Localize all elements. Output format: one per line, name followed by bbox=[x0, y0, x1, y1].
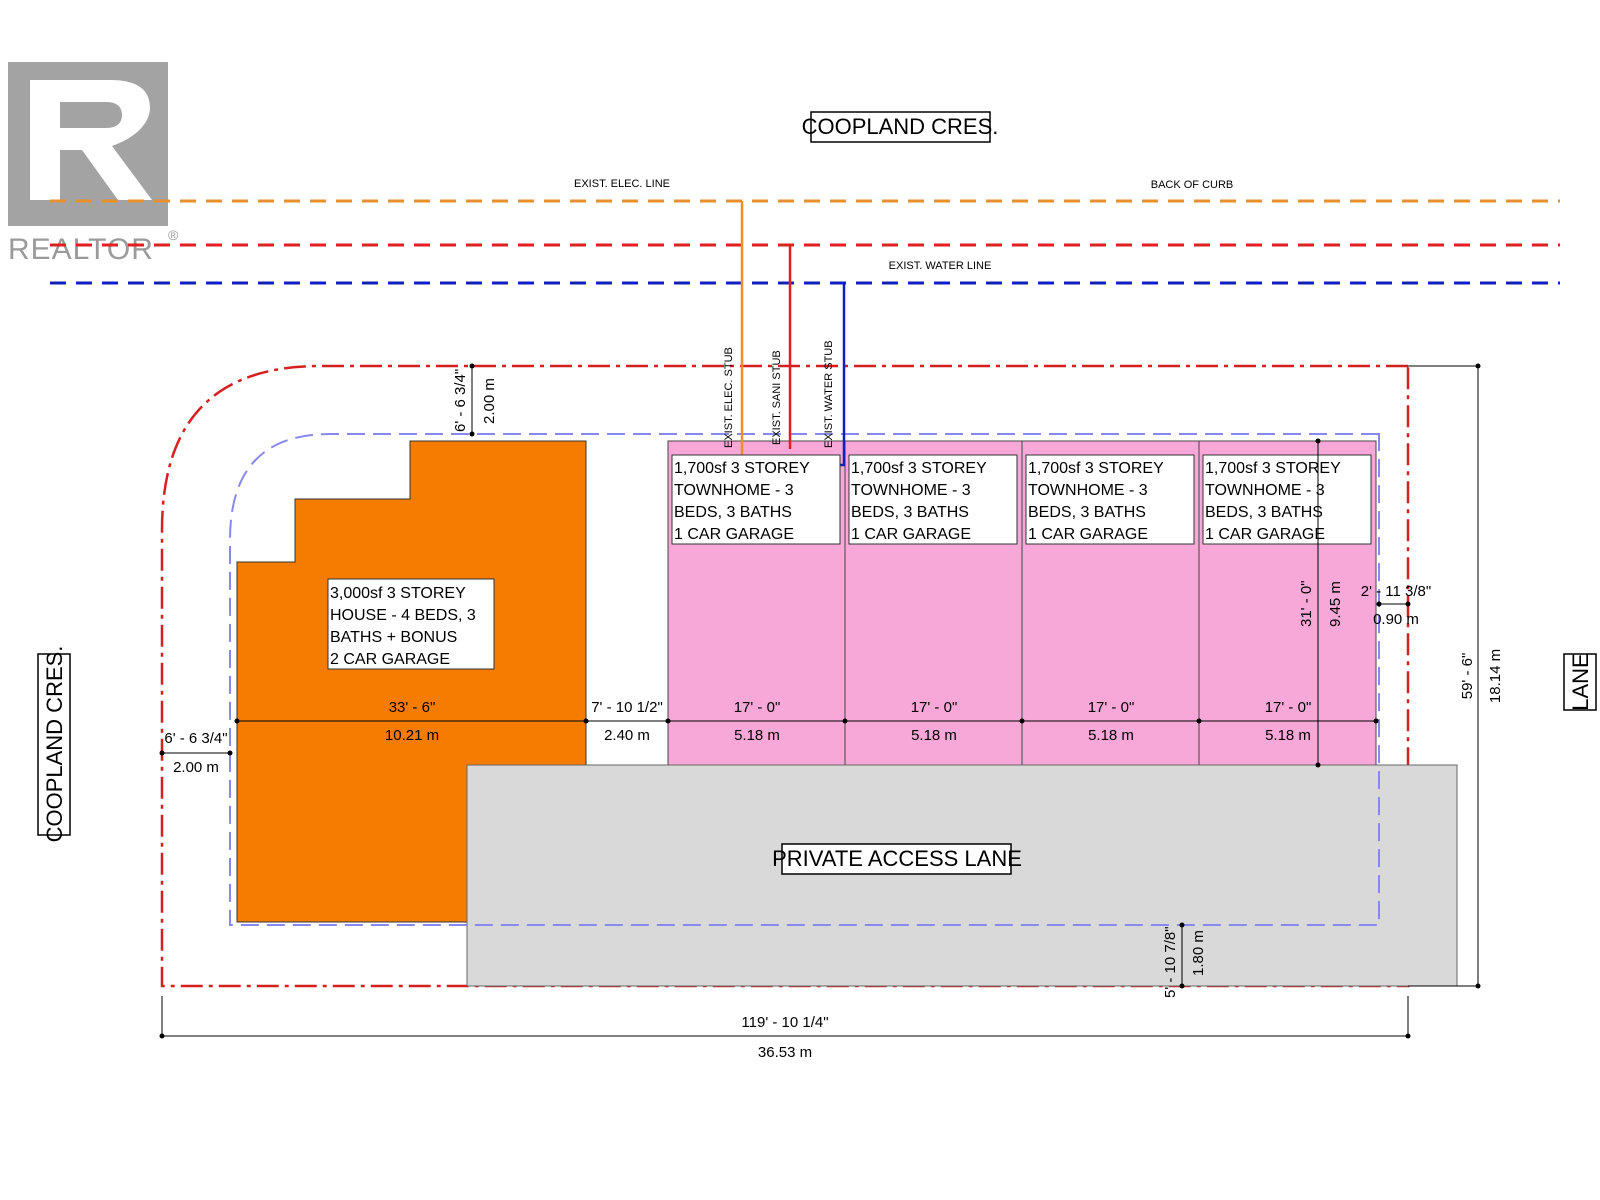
townhome-info-frame bbox=[671, 454, 841, 545]
elec-stub-label: EXIST. ELEC. STUB bbox=[723, 347, 735, 448]
top-setback-tick bbox=[469, 363, 475, 369]
house-width-metric: 10.21 m bbox=[385, 727, 439, 744]
left-setback-tick bbox=[159, 750, 165, 756]
unit-3-width-metric: 5.18 m bbox=[1088, 727, 1134, 744]
townhome-info-line-4: 1 CAR GARAGE bbox=[1028, 526, 1148, 543]
townhome-info-line-1: 1,700sf 3 STOREY bbox=[851, 460, 987, 477]
street-top-frame bbox=[810, 111, 991, 143]
realtor-logo: REALTOR ® bbox=[8, 62, 179, 266]
realtor-logo-text: REALTOR bbox=[8, 233, 154, 266]
private-lane-frame bbox=[781, 843, 1012, 875]
street-top-label: COOPLAND CRES. bbox=[802, 114, 999, 139]
townhome-info-line-3: BEDS, 3 BATHS bbox=[674, 504, 792, 521]
rear-setback-tick bbox=[1179, 922, 1185, 928]
house-info-line-2: HOUSE - 4 BEDS, 3 bbox=[330, 607, 476, 624]
townhome-info-line-1: 1,700sf 3 STOREY bbox=[674, 460, 810, 477]
side-setback-tick bbox=[1376, 601, 1382, 607]
townhome-info-line-4: 1 CAR GARAGE bbox=[1205, 526, 1325, 543]
unit-1-width-imperial: 17' - 0" bbox=[734, 699, 781, 716]
lot-width-tick bbox=[1405, 1033, 1411, 1039]
lot-depth-tick bbox=[1475, 363, 1481, 369]
elec-line-label: EXIST. ELEC. LINE bbox=[574, 178, 670, 190]
townhome-info-line-4: 1 CAR GARAGE bbox=[851, 526, 971, 543]
gap-imperial: 7' - 10 1/2" bbox=[591, 699, 663, 716]
left-setback-imperial: 6' - 6 3/4" bbox=[164, 730, 227, 747]
townhome-info-line-2: TOWNHOME - 3 bbox=[674, 482, 794, 499]
unit-2-width-imperial: 17' - 0" bbox=[911, 699, 958, 716]
townhome-info-line-1: 1,700sf 3 STOREY bbox=[1028, 460, 1164, 477]
unit-depth-tick bbox=[1315, 438, 1321, 444]
street-right-label: LANE bbox=[1568, 653, 1593, 710]
gap-metric: 2.40 m bbox=[604, 727, 650, 744]
unit-4-width-imperial: 17' - 0" bbox=[1265, 699, 1312, 716]
lot-width-tick bbox=[159, 1033, 165, 1039]
house-info-line-4: 2 CAR GARAGE bbox=[330, 651, 450, 668]
unit-4-width-metric: 5.18 m bbox=[1265, 727, 1311, 744]
sani-stub-label: EXIST. SANI STUB bbox=[771, 350, 783, 445]
unit-depth-metric: 9.45 m bbox=[1327, 581, 1344, 627]
townhome-info-line-2: TOWNHOME - 3 bbox=[1205, 482, 1325, 499]
unit-3-width-imperial: 17' - 0" bbox=[1088, 699, 1135, 716]
townhome-info-frame bbox=[848, 454, 1018, 545]
house-info-box: 3,000sf 3 STOREY HOUSE - 4 BEDS, 3 BATHS… bbox=[327, 578, 495, 670]
side-setback-tick bbox=[1405, 601, 1411, 607]
top-setback-tick bbox=[469, 431, 475, 437]
townhome-info-line-3: BEDS, 3 BATHS bbox=[1205, 504, 1323, 521]
realtor-logo-r-glyph bbox=[30, 80, 152, 200]
townhome-info-frame bbox=[1202, 454, 1372, 545]
side-setback-imperial: 2' - 11 3/8" bbox=[1361, 583, 1431, 600]
house-info-frame bbox=[327, 578, 495, 670]
back-of-curb-label: BACK OF CURB bbox=[1151, 179, 1234, 191]
house-width-imperial: 33' - 6" bbox=[389, 699, 436, 716]
townhome-info-frame bbox=[1025, 454, 1195, 545]
top-setback-imperial: 6' - 6 3/4" bbox=[452, 369, 469, 432]
lot-depth-metric: 18.14 m bbox=[1487, 649, 1504, 703]
house-info-line-1: 3,000sf 3 STOREY bbox=[330, 585, 466, 602]
townhome-info-box-3: 1,700sf 3 STOREY TOWNHOME - 3 BEDS, 3 BA… bbox=[1025, 454, 1195, 545]
townhome-info-line-2: TOWNHOME - 3 bbox=[1028, 482, 1148, 499]
realtor-logo-mark: ® bbox=[168, 227, 179, 243]
townhome-info-line-1: 1,700sf 3 STOREY bbox=[1205, 460, 1341, 477]
setback-line bbox=[229, 433, 1380, 926]
water-stub-line bbox=[836, 283, 846, 467]
townhome-info-line-4: 1 CAR GARAGE bbox=[674, 526, 794, 543]
unit-2-width-metric: 5.18 m bbox=[911, 727, 957, 744]
lot-depth-tick bbox=[1475, 983, 1481, 989]
private-lane-area bbox=[466, 764, 1458, 987]
street-left-frame bbox=[37, 653, 71, 836]
townhome-info-line-3: BEDS, 3 BATHS bbox=[851, 504, 969, 521]
unit-depth-imperial: 31' - 0" bbox=[1298, 580, 1315, 627]
townhome-info-box-1: 1,700sf 3 STOREY TOWNHOME - 3 BEDS, 3 BA… bbox=[671, 454, 841, 545]
townhome-info-line-2: TOWNHOME - 3 bbox=[851, 482, 971, 499]
street-right-frame bbox=[1563, 653, 1597, 711]
street-left-label: COOPLAND CRES. bbox=[42, 646, 67, 843]
lot-width-metric: 36.53 m bbox=[758, 1044, 812, 1061]
rear-setback-metric: 1.80 m bbox=[1190, 930, 1207, 976]
house-info-line-3: BATHS + BONUS bbox=[330, 629, 457, 646]
water-line-label: EXIST. WATER LINE bbox=[889, 260, 992, 272]
house-footprint bbox=[236, 440, 587, 923]
private-lane-label: PRIVATE ACCESS LANE bbox=[772, 846, 1022, 871]
townhome-info-line-3: BEDS, 3 BATHS bbox=[1028, 504, 1146, 521]
left-setback-metric: 2.00 m bbox=[173, 759, 219, 776]
dimension-ticks bbox=[234, 718, 1379, 724]
lot-depth-imperial: 59' - 6" bbox=[1459, 653, 1476, 700]
water-stub-label: EXIST. WATER STUB bbox=[823, 340, 835, 448]
left-setback-tick bbox=[227, 750, 233, 756]
unit-1-width-metric: 5.18 m bbox=[734, 727, 780, 744]
townhome-info-box-2: 1,700sf 3 STOREY TOWNHOME - 3 BEDS, 3 BA… bbox=[848, 454, 1018, 545]
rear-setback-imperial: 5' - 10 7/8" bbox=[1162, 926, 1179, 998]
unit-depth-tick bbox=[1315, 762, 1321, 768]
rear-setback-tick bbox=[1179, 983, 1185, 989]
side-setback-metric: 0.90 m bbox=[1373, 611, 1419, 628]
townhome-info-box-4: 1,700sf 3 STOREY TOWNHOME - 3 BEDS, 3 BA… bbox=[1202, 454, 1372, 545]
property-line bbox=[160, 364, 1410, 988]
lot-width-imperial: 119' - 10 1/4" bbox=[741, 1014, 828, 1031]
top-setback-metric: 2.00 m bbox=[481, 378, 498, 424]
